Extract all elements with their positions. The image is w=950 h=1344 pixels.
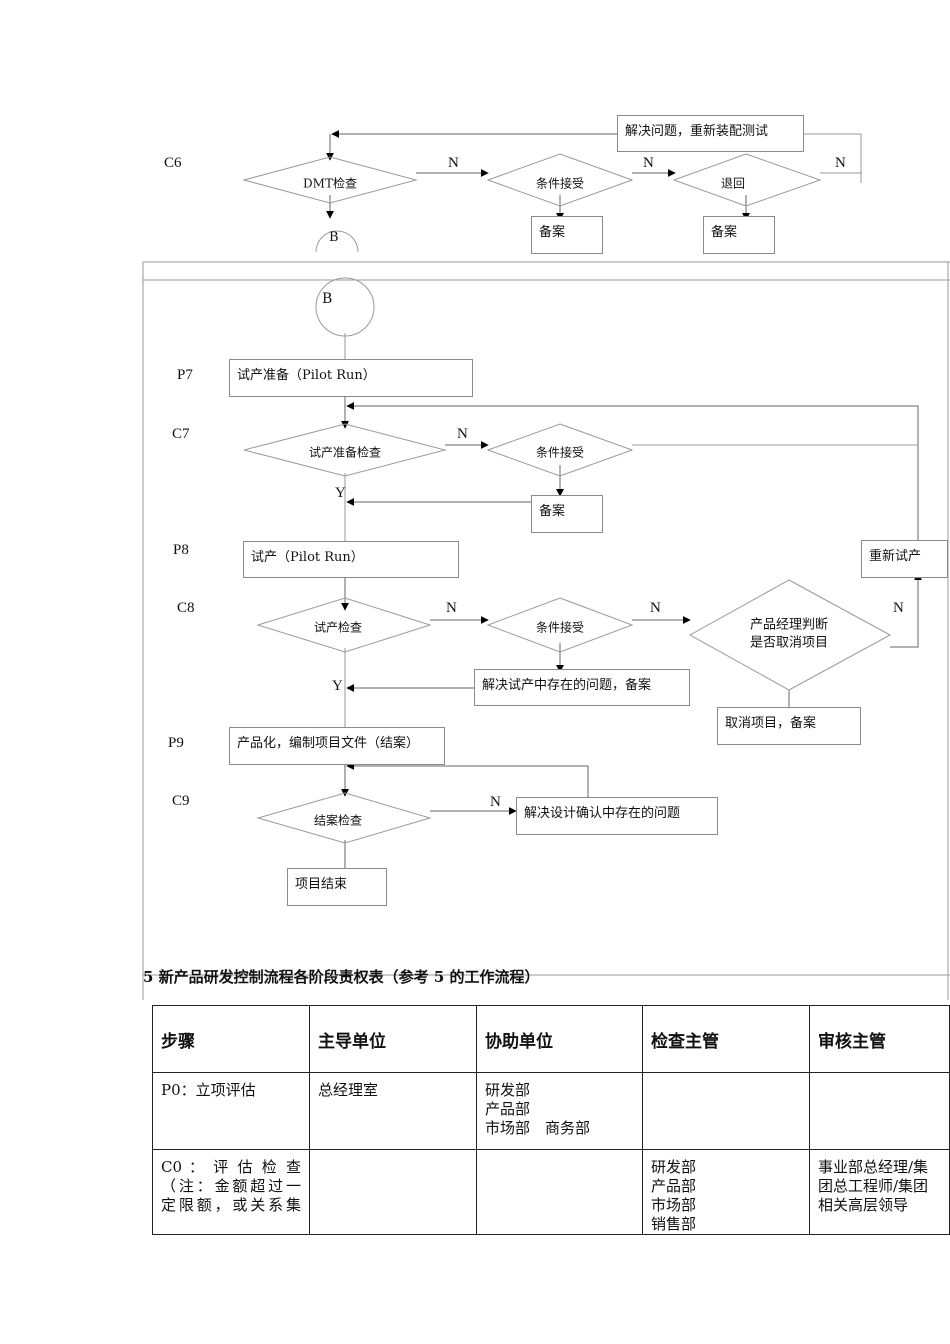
box-archive: 备案 bbox=[531, 216, 603, 254]
box-resolve-pilot-issues: 解决试产中存在的问题，备案 bbox=[474, 669, 690, 706]
connector-b-top: B bbox=[329, 230, 339, 245]
cell-lead: 总经理室 bbox=[309, 1072, 477, 1150]
cell-line: 研发部 bbox=[485, 1081, 531, 1099]
cell-line: 相关高层领导 bbox=[818, 1196, 909, 1214]
header-review-supervisor: 审核主管 bbox=[809, 1005, 950, 1073]
header-assist-unit: 协助单位 bbox=[476, 1005, 643, 1073]
flag-n: N bbox=[448, 155, 459, 171]
decision-conditional-accept: 条件接受 bbox=[535, 620, 585, 635]
box-archive: 备案 bbox=[703, 216, 775, 254]
step-label-c8: C8 bbox=[177, 600, 195, 616]
flag-n: N bbox=[490, 794, 501, 810]
cell-line: （注：金额超过一 bbox=[161, 1177, 301, 1195]
decision-conditional-accept: 条件接受 bbox=[535, 445, 585, 460]
header-step: 步骤 bbox=[152, 1005, 310, 1073]
box-cancel-project: 取消项目，备案 bbox=[717, 707, 861, 745]
step-label-c6: C6 bbox=[164, 155, 182, 171]
cell-check bbox=[642, 1072, 810, 1150]
decision-pm-judge-line2: 是否取消项目 bbox=[749, 635, 829, 651]
cell-line: 事业部总经理/集 bbox=[818, 1158, 929, 1176]
flag-n: N bbox=[446, 600, 457, 616]
decision-closure-check: 结案检查 bbox=[313, 813, 363, 828]
cell-assist: 研发部 产品部 市场部 商务部 bbox=[476, 1072, 643, 1150]
section-title: 5 新产品研发控制流程各阶段责权表（参考 5 的工作流程） bbox=[143, 968, 540, 986]
cell-line: 团总工程师/集团 bbox=[818, 1177, 929, 1195]
cell-check: 研发部 产品部 市场部 销售部 bbox=[642, 1149, 810, 1235]
box-resolve-design-issues: 解决设计确认中存在的问题 bbox=[516, 797, 718, 835]
cell-line: 产品部 bbox=[485, 1100, 531, 1118]
decision-conditional-accept: 条件接受 bbox=[535, 176, 585, 191]
responsibility-table: 步骤 主导单位 协助单位 检查主管 审核主管 P0：立项评估 总经理室 研发部 … bbox=[152, 1005, 950, 1235]
table-header-row: 步骤 主导单位 协助单位 检查主管 审核主管 bbox=[152, 1005, 950, 1073]
table-row: P0：立项评估 总经理室 研发部 产品部 市场部 商务部 bbox=[152, 1072, 950, 1150]
flag-n: N bbox=[835, 155, 846, 171]
connector-b: B bbox=[322, 291, 333, 307]
decision-pilot-check: 试产检查 bbox=[313, 620, 363, 635]
cell-lead bbox=[309, 1149, 477, 1235]
step-label-c7: C7 bbox=[172, 426, 190, 442]
cell-line: 总经理室 bbox=[318, 1081, 379, 1099]
box-pilot-run: 试产（Pilot Run） bbox=[243, 541, 459, 578]
step-label-c9: C9 bbox=[172, 793, 190, 809]
step-label-p7: P7 bbox=[177, 367, 193, 383]
table-row: C0 ： 评 估 检 查 （注：金额超过一 定限额，或关系集 研发部 产品部 市… bbox=[152, 1149, 950, 1235]
decision-dmt-check: DMT检查 bbox=[303, 176, 357, 191]
header-lead-unit: 主导单位 bbox=[309, 1005, 477, 1073]
cell-line: 市场部 bbox=[651, 1196, 697, 1214]
step-label-p8: P8 bbox=[173, 542, 189, 558]
box-archive: 备案 bbox=[531, 495, 603, 533]
cell-line: 销售部 bbox=[651, 1215, 697, 1233]
flag-n: N bbox=[650, 600, 661, 616]
cell-line: 产品部 bbox=[651, 1177, 697, 1195]
header-check-supervisor: 检查主管 bbox=[642, 1005, 810, 1073]
box-resolve-retest: 解决问题，重新装配测试 bbox=[617, 115, 804, 152]
cell-line: 市场部 商务部 bbox=[485, 1119, 591, 1137]
cell-step: C0 ： 评 估 检 查 （注：金额超过一 定限额，或关系集 bbox=[152, 1149, 310, 1235]
cell-line: 定限额，或关系集 bbox=[161, 1196, 301, 1214]
cell-review: 事业部总经理/集 团总工程师/集团 相关高层领导 bbox=[809, 1149, 950, 1235]
box-project-end: 项目结束 bbox=[287, 868, 387, 906]
step-label-p9: P9 bbox=[168, 735, 184, 751]
flag-n: N bbox=[457, 426, 468, 442]
box-productize: 产品化，编制项目文件（结案） bbox=[229, 727, 445, 765]
flowchart-lines bbox=[142, 130, 950, 1000]
cell-line: P0：立项评估 bbox=[161, 1081, 256, 1099]
cell-step: P0：立项评估 bbox=[152, 1072, 310, 1150]
flag-y: Y bbox=[332, 678, 343, 694]
decision-return: 退回 bbox=[720, 176, 746, 191]
flag-y: Y bbox=[335, 485, 346, 501]
cell-assist bbox=[476, 1149, 643, 1235]
flowchart: C6 P7 C7 P8 C8 P9 C9 DMT检查 条件接受 退回 试产准备检… bbox=[142, 115, 950, 1000]
cell-line: 研发部 bbox=[651, 1158, 697, 1176]
box-pilot-run-prep: 试产准备（Pilot Run） bbox=[229, 359, 473, 397]
decision-pilot-prep-check: 试产准备检查 bbox=[308, 445, 382, 460]
flag-n: N bbox=[893, 600, 904, 616]
cell-line: C0 ： 评 估 检 查 bbox=[161, 1158, 301, 1176]
decision-pm-judge-line1: 产品经理判断 bbox=[749, 617, 829, 633]
box-rerun-pilot: 重新试产 bbox=[861, 540, 948, 578]
cell-review bbox=[809, 1072, 950, 1150]
flag-n: N bbox=[643, 155, 654, 171]
